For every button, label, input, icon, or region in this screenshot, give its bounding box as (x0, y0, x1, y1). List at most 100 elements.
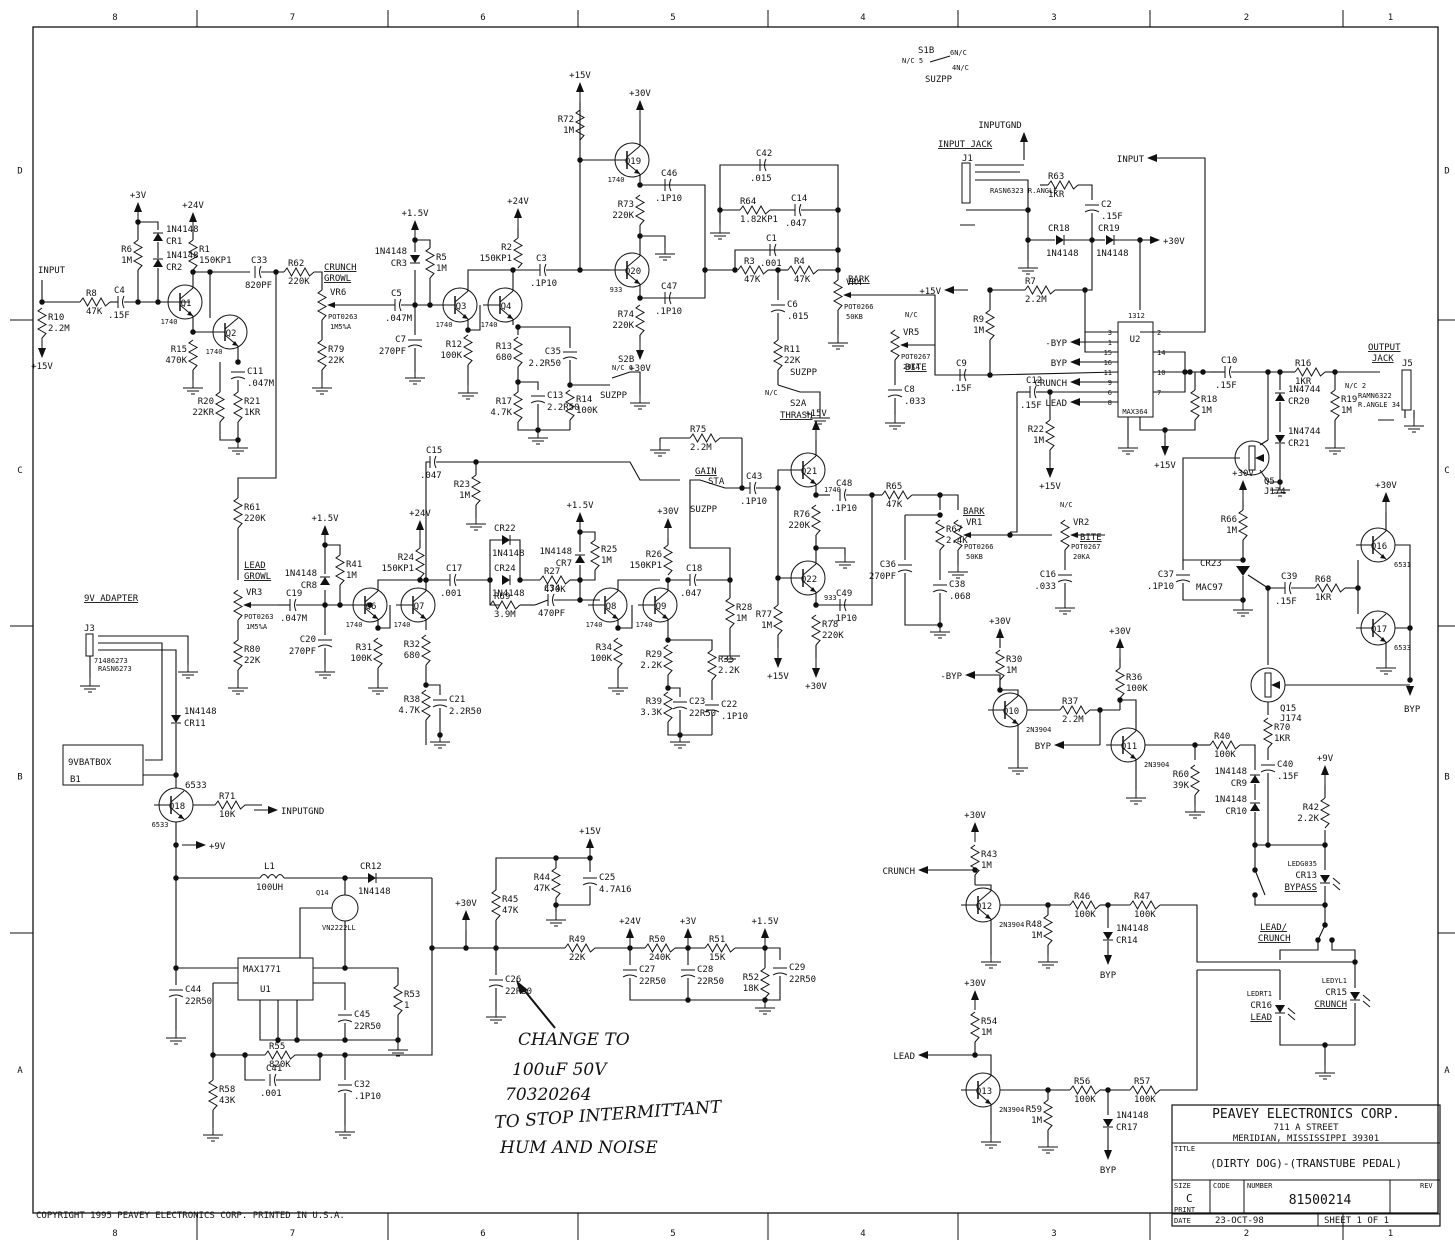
resistor-symbol (490, 889, 502, 921)
diode-part: 1N4148 (1096, 249, 1129, 259)
capacitor-ref: C26 (505, 975, 521, 985)
capacitor-ref: C48 (836, 479, 852, 489)
resistor-symbol (772, 604, 784, 636)
section-label: GAIN (695, 467, 717, 477)
resistor-symbol (36, 307, 48, 339)
ic-pin-label: 3 (1108, 329, 1112, 337)
resistor-symbol (881, 489, 913, 501)
diode-symbol (1275, 435, 1285, 443)
transistor-collector (802, 455, 817, 468)
power-label: +1.5V (401, 209, 429, 219)
junction-dot (1200, 369, 1206, 375)
section-label: OUTPUT (1368, 343, 1401, 353)
pot-ref: VR6 (330, 288, 346, 298)
capacitor-c4: C4.15F (108, 286, 130, 321)
diode-part: 1N4148 (1046, 249, 1079, 259)
cap-plate (680, 974, 696, 978)
wire (765, 976, 781, 1001)
resistor-symbol (207, 1079, 219, 1111)
capacitor-ref: C17 (446, 564, 462, 574)
led-part: LEDG035 (1287, 860, 1317, 868)
cap-plate (562, 356, 578, 360)
jack-part-j5-b: R.ANGLE 34 (1358, 401, 1400, 409)
rail-arrow (321, 525, 329, 535)
switch-pin-label: 4N/C (952, 64, 969, 72)
wire (617, 579, 660, 591)
resistor-value: 150KP1 (479, 254, 512, 264)
resistor-ref: R40 (1214, 732, 1230, 742)
transistor-part: 1740 (608, 176, 625, 184)
capacitor-value: .1P10 (354, 1092, 381, 1102)
transistor-ref: Q20 (625, 267, 641, 277)
led-ref: CR13 (1295, 871, 1317, 881)
date-value: 23-OCT-98 (1215, 1216, 1264, 1226)
transistor-part-q18: 6533 (185, 781, 207, 791)
capacitor-c47: C47.1P10 (655, 282, 682, 317)
company-street: 711 A STREET (1273, 1123, 1339, 1133)
cap-plate (168, 994, 184, 998)
transistor-body (1250, 667, 1286, 703)
emitter-arrow (985, 1099, 991, 1104)
power-rail-24V: +24V (409, 509, 431, 540)
resistor-value: 220K (822, 631, 844, 641)
resistor-ref: R57 (1134, 1077, 1150, 1087)
capacitor-ref: C16 (1040, 570, 1056, 580)
emitter-arrow (507, 314, 513, 319)
diode-ref: CR2 (166, 263, 182, 273)
pot-wiper (963, 532, 971, 538)
light-ray (1362, 1000, 1371, 1008)
resistor-ref: R17 (496, 397, 512, 407)
emitter-arrow (810, 587, 816, 592)
capacitor-c18: C18.047 (680, 564, 702, 599)
resistor-value: 43K (219, 1096, 236, 1106)
power-rail-30V: +30V (657, 507, 679, 538)
ic-u2-body (1117, 321, 1154, 418)
net-arrow (1406, 686, 1414, 696)
resistor-symbol (214, 799, 246, 811)
zone-top-5: 5 (670, 13, 675, 23)
switch-pin-label: 6N/C (950, 49, 967, 57)
date-label: DATE (1174, 1217, 1191, 1225)
transistor-ref: Q17 (1371, 625, 1387, 635)
resistor-symbol (420, 689, 432, 721)
rail-arrow (586, 838, 594, 848)
resistor-symbol (704, 942, 736, 954)
resistor-value: 150KP1 (629, 561, 662, 571)
capacitor-value: .033 (1034, 582, 1056, 592)
capacitor-ref: C44 (185, 985, 201, 995)
rail-arrow (664, 518, 672, 528)
resistor-value: 4.7K (398, 706, 420, 716)
power-rail-30V: +30V (805, 658, 827, 692)
resistor-symbol (334, 554, 346, 586)
resistor-ref: R15 (171, 345, 187, 355)
section-label: BARK (963, 507, 985, 517)
cap-plate (887, 394, 903, 398)
net-inputgnd: INPUTGND (254, 806, 324, 817)
jack-part-j3-b: RASN6273 (98, 665, 132, 673)
pot-ref: VR5 (903, 328, 919, 338)
net-lead: LEAD (893, 1051, 942, 1062)
wire (989, 674, 1001, 690)
switch-ref-s2a: S2A (790, 399, 807, 409)
resistor-ref: R11 (784, 345, 800, 355)
pot-track (889, 329, 901, 361)
diode-ref: CR8 (301, 581, 317, 591)
resistor-value: 1M (973, 326, 984, 336)
company-city: MERIDIAN, MISSISSIPPI 39301 (1233, 1134, 1379, 1144)
capacitor-value: .15F (1277, 772, 1299, 782)
net-label: +9V (209, 842, 226, 852)
zone-top-3: 3 (1051, 13, 1056, 23)
resistor-value: 100K (1074, 1095, 1096, 1105)
